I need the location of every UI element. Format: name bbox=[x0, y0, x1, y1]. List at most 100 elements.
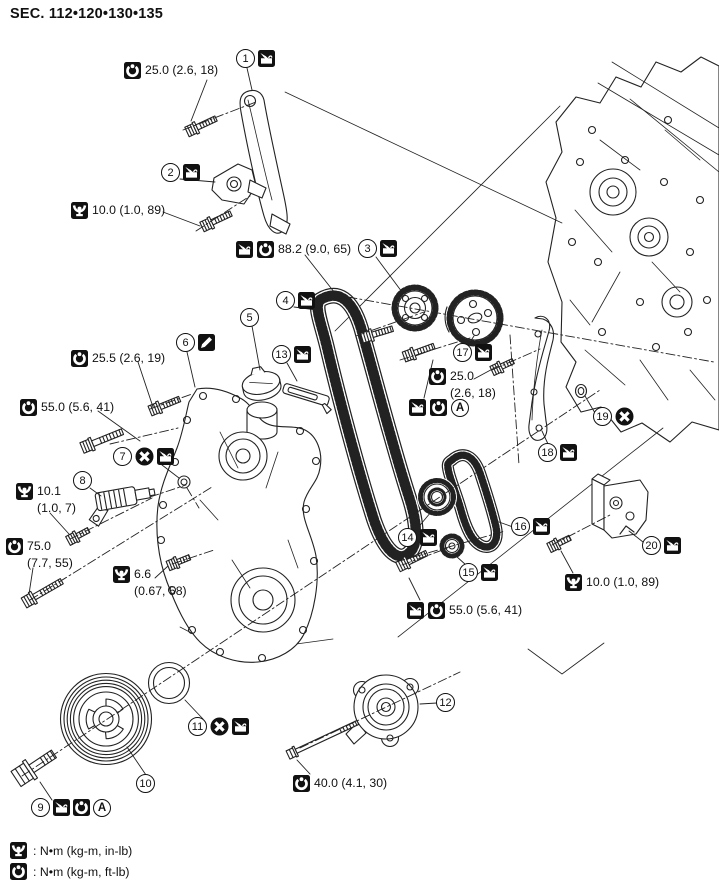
callout-2: 2 bbox=[161, 163, 200, 182]
engine-oil-apply-icon bbox=[294, 346, 311, 363]
engine-oil-apply-icon bbox=[409, 399, 426, 416]
torque-label-13: 40.0 (4.1, 30) bbox=[293, 775, 387, 792]
legend-item-inlb: : N•m (kg-m, in-lb) bbox=[10, 842, 132, 859]
torque-nm-ftlb-icon bbox=[124, 62, 141, 79]
torque-nm-inlb-icon bbox=[16, 483, 33, 500]
callout-number: 14 bbox=[398, 528, 417, 547]
legend-label: : N•m (kg-m, in-lb) bbox=[33, 843, 133, 858]
callout-20: 20 bbox=[642, 536, 681, 555]
callout-10: 10 bbox=[136, 774, 155, 793]
engine-oil-apply-icon bbox=[481, 564, 498, 581]
crank-pulley-bolt bbox=[10, 749, 57, 788]
torque-label-11: 55.0 (5.6, 41) bbox=[407, 602, 522, 619]
non-reusable-part-icon bbox=[615, 407, 634, 426]
engine-oil-apply-icon bbox=[380, 240, 397, 257]
engine-oil-apply-icon bbox=[407, 602, 424, 619]
torque-label-5: 25.5 (2.6, 19) bbox=[71, 350, 165, 367]
engine-oil-apply-icon bbox=[475, 344, 492, 361]
torque-value: 40.0 (4.1, 30) bbox=[314, 775, 387, 792]
callout-18: 18 bbox=[538, 443, 577, 462]
torque-nm-ftlb-icon bbox=[10, 863, 27, 880]
torque-label-6: 55.0 (5.6, 41) bbox=[20, 399, 114, 416]
engine-oil-apply-icon bbox=[53, 799, 70, 816]
callout-number: 18 bbox=[538, 443, 557, 462]
torque-nm-ftlb-icon bbox=[73, 799, 90, 816]
note-a-badge: A bbox=[93, 798, 111, 817]
torque-value: 25.5 (2.6, 19) bbox=[92, 350, 165, 367]
torque-nm-ftlb-icon bbox=[257, 241, 274, 258]
torque-value: 25.0 (2.6, 18) bbox=[145, 62, 218, 79]
note-a-badge: A bbox=[451, 399, 469, 417]
torque-nm-ftlb-icon bbox=[293, 775, 310, 792]
callout-number: 13 bbox=[272, 345, 291, 364]
callout-6: 6 bbox=[176, 333, 215, 352]
legend-label: : N•m (kg-m, ft-lb) bbox=[33, 864, 130, 879]
torque-label-10: A bbox=[409, 399, 469, 417]
torque-value: 55.0 (5.6, 41) bbox=[41, 399, 114, 416]
torque-value-line: 75.0 bbox=[27, 539, 51, 553]
bolts bbox=[10, 112, 574, 788]
callout-number: 17 bbox=[453, 343, 472, 362]
callout-1: 1 bbox=[236, 49, 275, 68]
water-pump bbox=[345, 674, 420, 748]
torque-label-4: 25.0(2.6, 18) bbox=[429, 368, 496, 402]
cam-sprocket bbox=[391, 284, 439, 332]
torque-value-line: (1.0, 7) bbox=[37, 501, 76, 515]
torque-value-line: 10.0 (1.0, 89) bbox=[586, 575, 660, 589]
torque-value-line: 55.0 (5.6, 41) bbox=[449, 603, 523, 617]
engine-oil-apply-icon bbox=[183, 164, 200, 181]
callout-number: 4 bbox=[276, 291, 295, 310]
callout-4: 4 bbox=[276, 291, 315, 310]
leader-lines bbox=[28, 67, 644, 801]
torque-label-2: 10.0 (1.0, 89) bbox=[71, 202, 165, 219]
callout-5: 5 bbox=[240, 308, 259, 327]
torque-nm-inlb-icon bbox=[71, 202, 88, 219]
engine-block-assembly bbox=[545, 56, 719, 443]
callout-number: 9 bbox=[31, 798, 50, 817]
engine-oil-apply-icon bbox=[258, 50, 275, 67]
torque-value: 10.1 (1.0, 7) bbox=[37, 483, 76, 517]
engine-oil-apply-icon bbox=[157, 448, 174, 465]
o-ring-rear bbox=[574, 383, 588, 399]
callout-19: 19 bbox=[593, 407, 634, 426]
torque-value-line: 10.1 bbox=[37, 484, 61, 498]
torque-value-line: 25.0 bbox=[450, 369, 474, 383]
torque-value-line: (7.7, 55) bbox=[27, 556, 73, 570]
chain-slack-guide bbox=[282, 383, 332, 415]
torque-nm-ftlb-icon bbox=[20, 399, 37, 416]
callout-number: 1 bbox=[236, 49, 255, 68]
callout-17: 17 bbox=[453, 343, 492, 362]
torque-value-line: 40.0 (4.1, 30) bbox=[314, 776, 388, 790]
callout-8: 8 bbox=[73, 471, 92, 490]
crank-sprocket bbox=[417, 477, 457, 517]
torque-value-line: (0.67, 58) bbox=[134, 584, 187, 598]
torque-value: 6.6 (0.67, 58) bbox=[134, 566, 187, 600]
callout-3: 3 bbox=[358, 239, 397, 258]
engine-oil-apply-icon bbox=[298, 292, 315, 309]
engine-oil-apply-icon bbox=[533, 518, 550, 535]
callout-number: 3 bbox=[358, 239, 377, 258]
torque-nm-inlb-icon bbox=[113, 566, 130, 583]
torque-value: 75.0 (7.7, 55) bbox=[27, 538, 73, 572]
non-reusable-part-icon bbox=[210, 717, 229, 736]
torque-nm-inlb-icon bbox=[565, 574, 582, 591]
center-lines bbox=[21, 101, 715, 777]
torque-value: 55.0 (5.6, 41) bbox=[449, 602, 522, 619]
section-title: SEC. 112•120•130•135 bbox=[10, 6, 164, 22]
torque-nm-ftlb-icon bbox=[6, 538, 23, 555]
torque-value-line: 88.2 (9.0, 65) bbox=[278, 242, 352, 256]
torque-nm-ftlb-icon bbox=[428, 602, 445, 619]
torque-label-8: 75.0 (7.7, 55) bbox=[6, 538, 73, 572]
callout-number: 20 bbox=[642, 536, 661, 555]
torque-label-7: 10.1 (1.0, 7) bbox=[16, 483, 76, 517]
torque-label-3: 88.2 (9.0, 65) bbox=[236, 241, 351, 258]
torque-value: 10.0 (1.0, 89) bbox=[586, 574, 659, 591]
torque-label-12: 10.0 (1.0, 89) bbox=[565, 574, 659, 591]
timing-chain bbox=[309, 288, 424, 564]
callout-number: 16 bbox=[511, 517, 530, 536]
callout-14: 14 bbox=[398, 528, 437, 547]
callout-11: 11 bbox=[188, 717, 249, 736]
torque-value-line: 6.6 bbox=[134, 567, 152, 581]
